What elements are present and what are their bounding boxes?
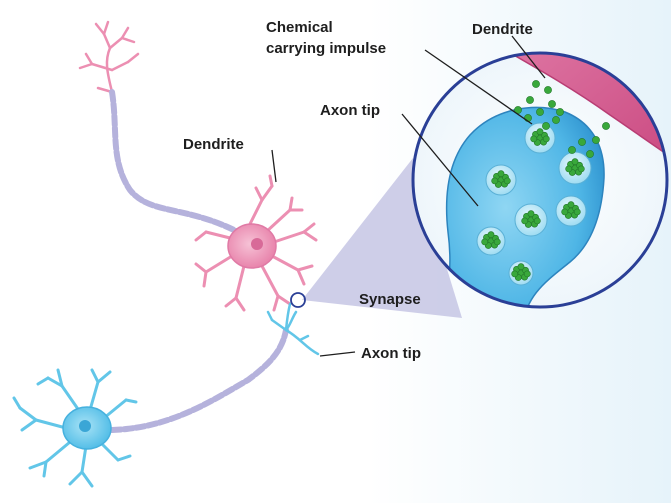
neurotransmitter-dot [571, 158, 579, 166]
neurotransmitter-dot [497, 170, 505, 178]
neurotransmitter-dot [586, 150, 594, 158]
zoom-neurotransmitter-dots [481, 80, 610, 281]
neurotransmitter-dot [542, 122, 550, 130]
zoom-circle-border [411, 51, 669, 309]
zoom-inset [411, 51, 669, 309]
pink-axon [109, 89, 241, 235]
leader-chemical [424, 49, 533, 125]
blue-axon [109, 327, 289, 433]
neurotransmitter-dot [527, 210, 535, 218]
neurotransmitter-dot [503, 177, 511, 185]
neurotransmitter-dot [481, 238, 489, 246]
pink-nucleus [251, 238, 263, 250]
label-axon-tip-zoom: Axon tip [320, 102, 380, 119]
label-dendrite-zoom: Dendrite [472, 21, 533, 38]
neurotransmitter-dot [567, 201, 575, 209]
leader-axon-tip-zoom [401, 113, 479, 207]
blue-neuron [12, 302, 320, 488]
neurotransmitter-dot [592, 136, 600, 144]
neurotransmitter-dot [578, 138, 586, 146]
neurotransmitter-dot [573, 208, 581, 216]
neurotransmitter-dot [542, 135, 550, 143]
neurotransmitter-dot [533, 217, 541, 225]
label-synapse: Synapse [359, 291, 421, 308]
neurotransmitter-dot [552, 116, 560, 124]
neurotransmitter-dot [523, 270, 531, 278]
label-chemical-line1: Chemical [266, 19, 333, 36]
pink-soma-dendrites [194, 174, 318, 312]
leader-lines [271, 35, 546, 357]
neurotransmitter-dot [530, 135, 538, 143]
neurotransmitter-dot [521, 217, 529, 225]
pink-neuron [78, 20, 318, 312]
neurotransmitter-dot [548, 100, 556, 108]
synapse-marker-circle [290, 292, 306, 308]
blue-nucleus [79, 420, 91, 432]
zoom-dendrite-band [504, 53, 667, 172]
leader-axon-tip-main [319, 351, 356, 357]
neurotransmitter-dot [526, 96, 534, 104]
neurotransmitter-dot [568, 146, 576, 154]
neurotransmitter-dot [532, 80, 540, 88]
neurotransmitter-dot [561, 208, 569, 216]
neurotransmitter-dot [536, 108, 544, 116]
neurotransmitter-dot [517, 263, 525, 271]
neurotransmitter-dot [544, 86, 552, 94]
neurotransmitter-dot [491, 177, 499, 185]
label-chemical-line2: carrying impulse [266, 40, 386, 57]
leader-dendrite-zoom [511, 35, 546, 79]
neurotransmitter-dot [493, 238, 501, 246]
neurotransmitter-dot [536, 128, 544, 136]
neurotransmitter-dot [602, 122, 610, 130]
leader-dendrite-main [271, 149, 277, 183]
neurotransmitter-dot [565, 165, 573, 173]
labels: Chemical carrying impulse Dendrite Axon … [183, 19, 533, 362]
neurotransmitter-dot [577, 165, 585, 173]
neurotransmitter-dot [487, 231, 495, 239]
blue-axon-tip-branches [266, 302, 320, 356]
label-dendrite-main: Dendrite [183, 136, 244, 153]
label-axon-tip-main: Axon tip [361, 345, 421, 362]
blue-soma-dendrites [12, 368, 138, 488]
neurotransmitter-dot [511, 270, 519, 278]
neurotransmitter-dot [556, 108, 564, 116]
